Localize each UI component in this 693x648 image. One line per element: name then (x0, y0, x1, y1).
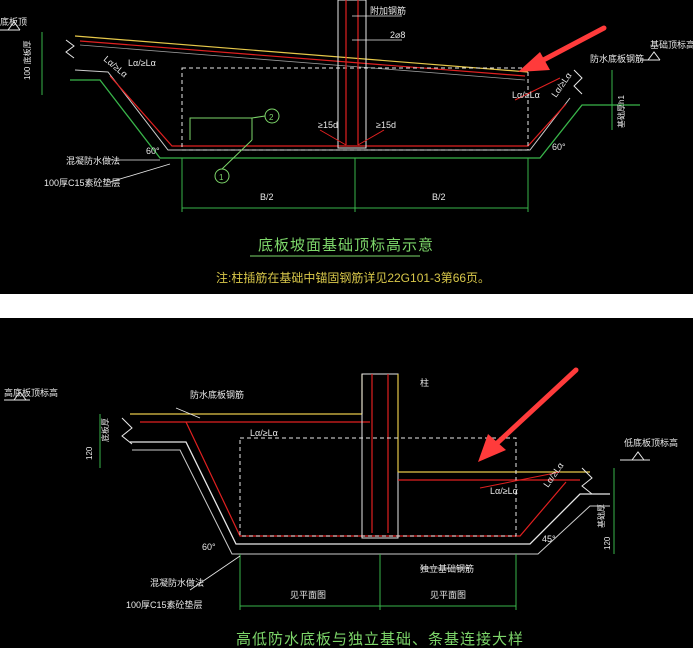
waterproof-rebar-label: 防水底板钢筋 (590, 53, 644, 64)
bottom-red-rebar (109, 75, 567, 147)
circle-1-label: 1 (219, 173, 224, 182)
lab-left: Lα/≥Lα (128, 58, 156, 68)
sloped-slab-top (74, 35, 529, 73)
top-note: 注:柱插筋在基础中锚固钢筋详见22G101-3第66页。 (216, 270, 490, 285)
bottom-title: 高低防水底板与独立基础、条基连接大样 (236, 630, 524, 648)
top-title: 底板坡面基础顶标高示意 (258, 236, 434, 254)
top-dim-thick: 100 底板厚 (22, 40, 32, 80)
angle-left: 60° (146, 146, 160, 156)
arrow-highlight-bottom (491, 367, 579, 449)
anchor-2: ≥15d (376, 120, 396, 130)
dim-right-bottom: 见平面图 (430, 590, 466, 600)
dim-120: 120 (85, 446, 94, 460)
pit-outline-outer (70, 79, 640, 159)
independent-label: 独立基础钢筋 (420, 563, 474, 574)
side-dim: 基础厚h1 (616, 95, 626, 128)
angle-left-bottom: 60° (202, 542, 216, 552)
sloped-slab-rebar (79, 40, 526, 77)
right-elev-label: 低底板顶标高 (624, 437, 678, 448)
column-label: 柱 (420, 377, 429, 388)
lab-1: Lα/≥Lα (250, 428, 278, 438)
anchor-1: ≥15d (318, 120, 338, 130)
lab-left-sloped: Lα/≥Lα (102, 54, 130, 80)
foundation-dashed-box (181, 67, 529, 151)
layer-2-bottom: 100厚C15素砼垫层 (126, 599, 203, 610)
pit-outline-inner (74, 69, 571, 151)
angle-right: 60° (552, 142, 566, 152)
dim-left-bottom: 见平面图 (290, 590, 326, 600)
lab-right: Lα/≥Lα (512, 90, 540, 100)
layer-2: 100厚C15素砼垫层 (44, 177, 121, 188)
side-dim-bottom: 基础厚 (596, 504, 606, 528)
top-drawing: 底板顶 100 底板厚 附加钢筋 2⌀8 防水底板钢筋 基础顶标高 Lα/≥Lα… (0, 0, 693, 285)
rebar-label: 附加钢筋 (370, 5, 406, 16)
dim-thick-bottom: 底板厚 (100, 418, 110, 442)
lab-2: Lα/≥Lα (490, 486, 518, 496)
layer-1-bottom: 混凝防水做法 (150, 577, 204, 588)
angle-right-bottom: 45° (542, 534, 556, 544)
dim-left: B/2 (260, 192, 274, 202)
layer-1: 混凝防水做法 (66, 155, 120, 166)
top-drawing-panel: 底板顶 100 底板厚 附加钢筋 2⌀8 防水底板钢筋 基础顶标高 Lα/≥Lα… (0, 0, 693, 294)
dim-120-right: 120 (603, 536, 612, 550)
rebar-spec: 2⌀8 (390, 30, 405, 40)
dim-right: B/2 (432, 192, 446, 202)
top-elev-label: 底板顶 (0, 16, 27, 27)
bottom-drawing-panel: 高底板顶标高 防水底板钢筋 柱 120 底板厚 Lα/≥Lα Lα/≥Lα Lα… (0, 318, 693, 648)
waterproof-rebar-bottom: 防水底板钢筋 (190, 389, 244, 400)
circle-2-label: 2 (269, 113, 274, 122)
bottom-drawing: 高底板顶标高 防水底板钢筋 柱 120 底板厚 Lα/≥Lα Lα/≥Lα Lα… (4, 367, 678, 648)
foundation-top-label: 基础顶标高 (650, 39, 693, 50)
column (337, 0, 367, 149)
lab-right2: Lα/≥Lα (549, 71, 573, 100)
column-bottom (361, 373, 399, 539)
left-elev-label: 高底板顶标高 (4, 387, 58, 398)
